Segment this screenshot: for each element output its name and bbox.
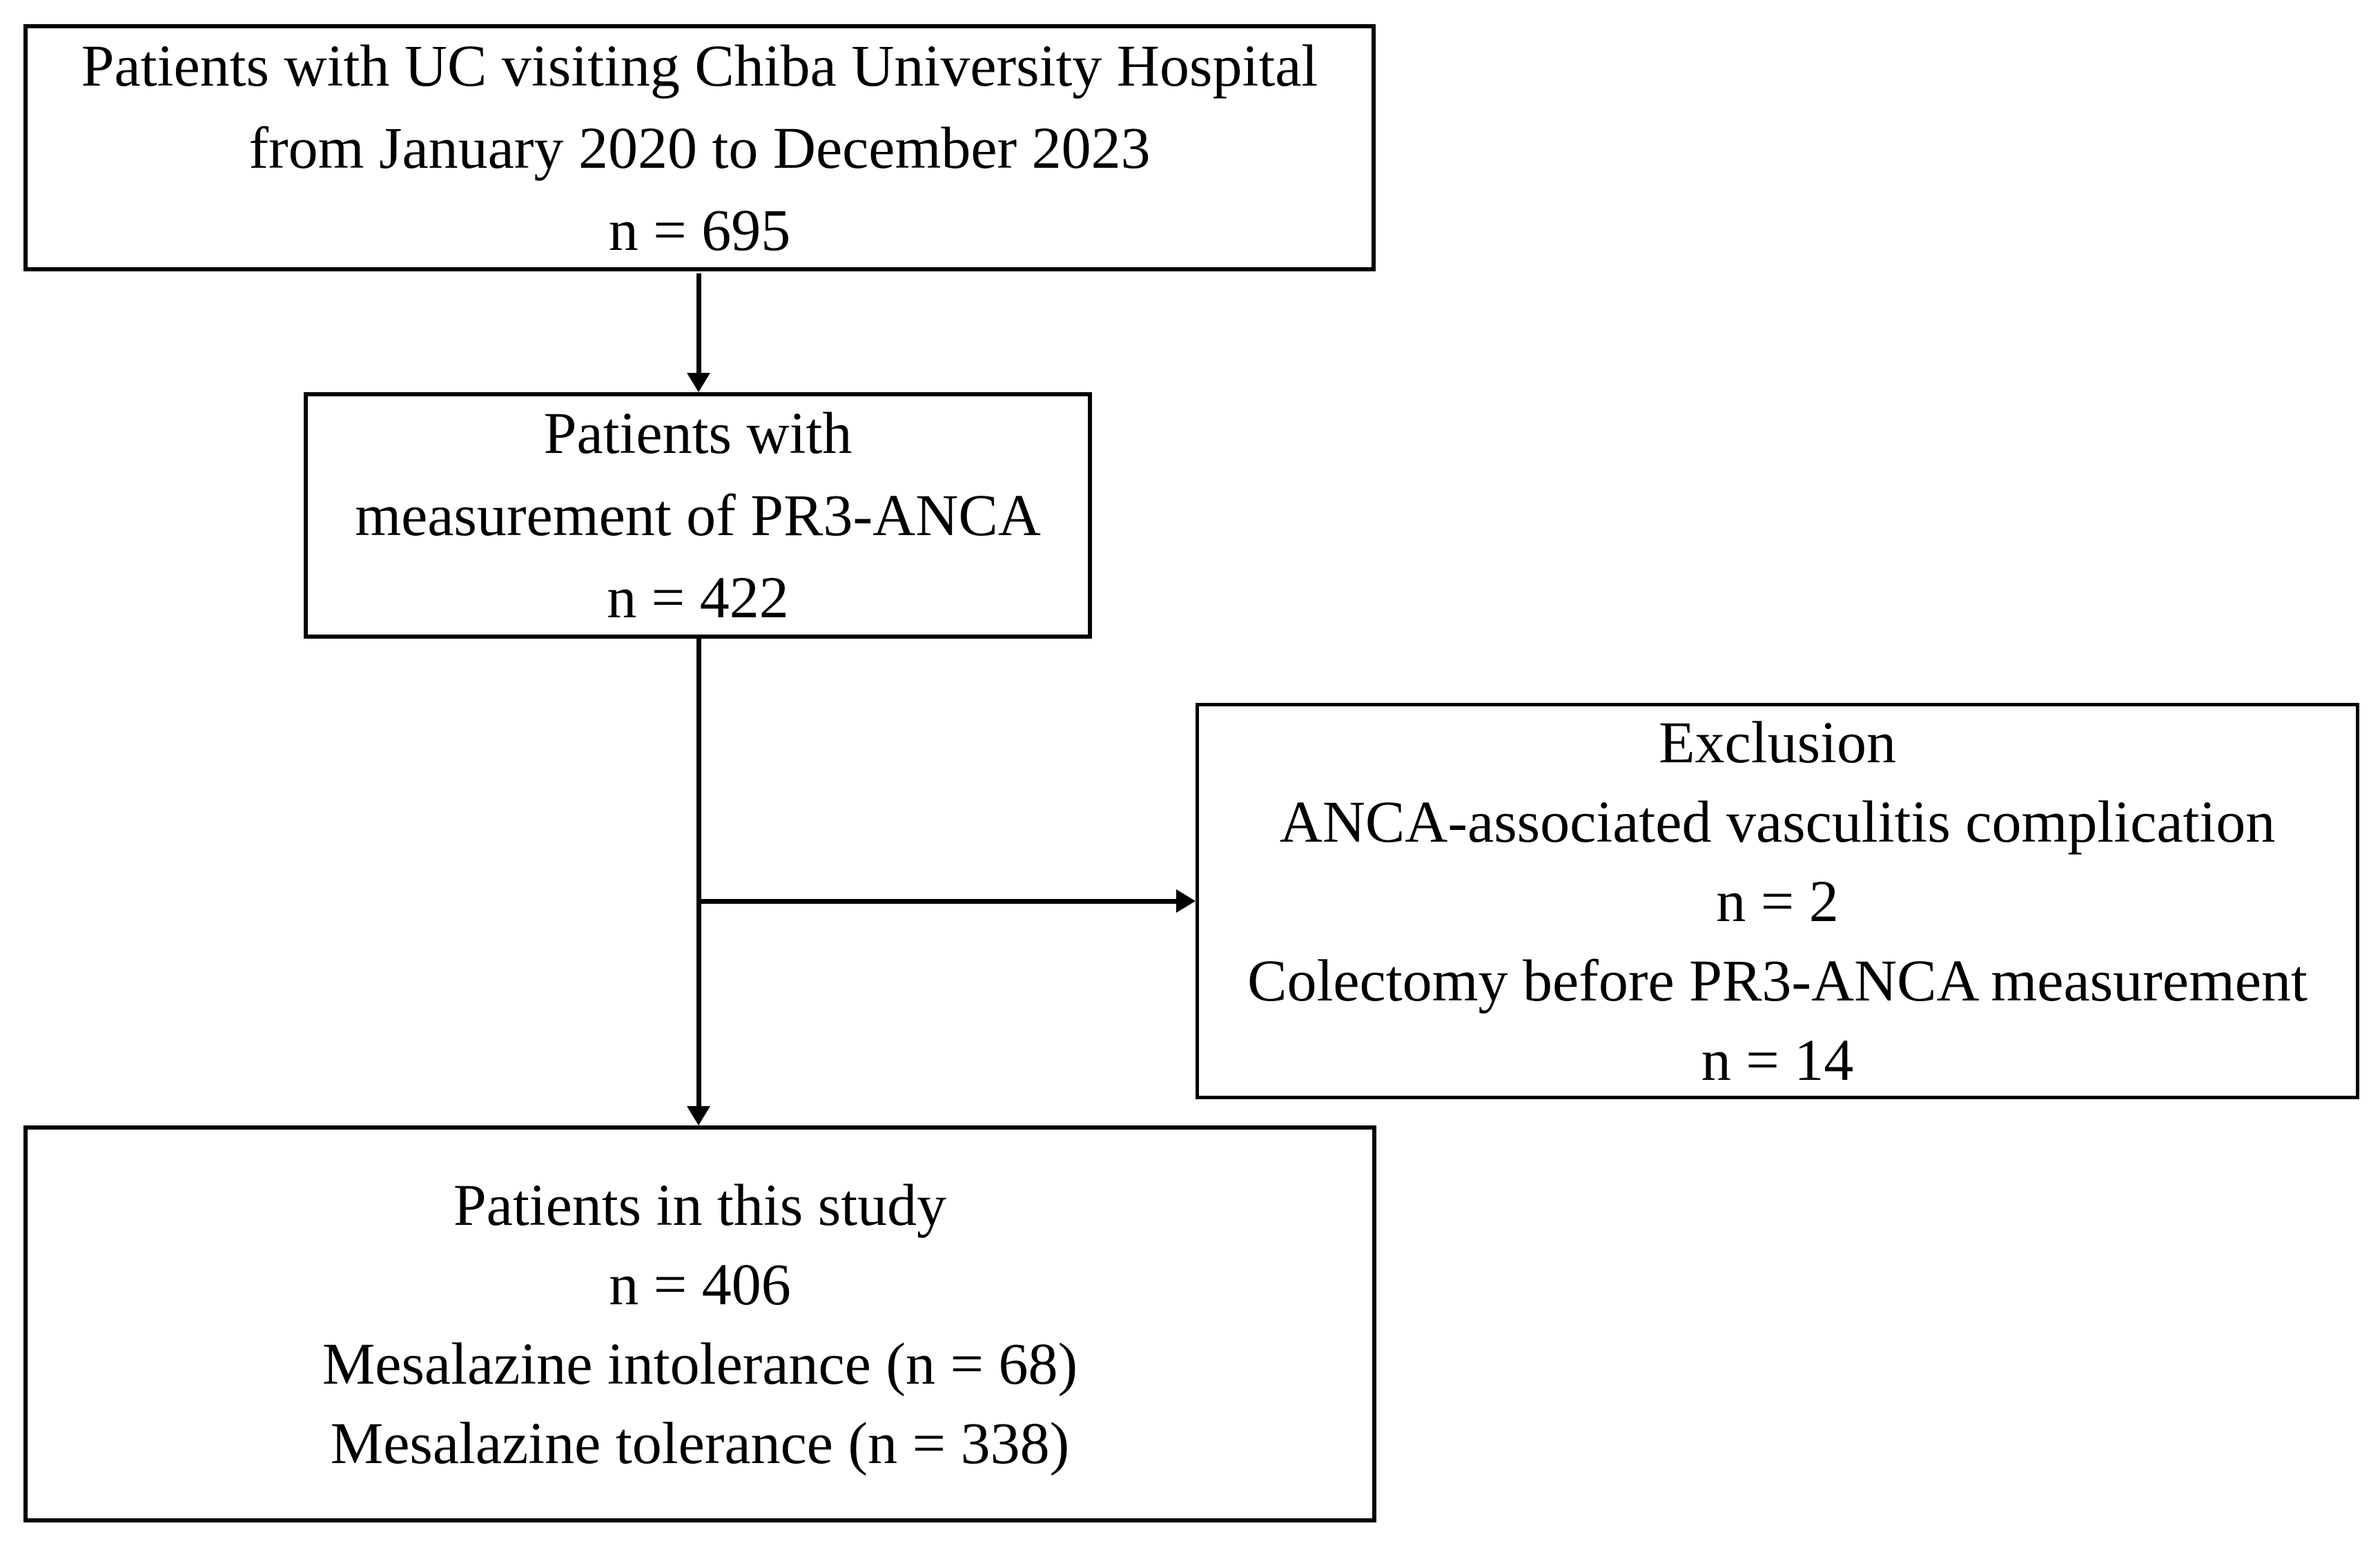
study-intolerance-count: Mesalazine intolerance (n = 68) [322,1330,1078,1397]
measurement-line-2: measurement of PR3-ANCA [355,482,1041,548]
arrow-branch-to-exclusion-shaft [699,899,1178,904]
study-title: Patients in this study [453,1171,947,1238]
measurement-line-1: Patients with [543,400,852,466]
source-count: n = 695 [608,196,791,263]
arrow-measurement-to-study-shaft [696,637,701,1107]
arrow-right-icon [1176,889,1196,913]
exclusion-reason-2-count: n = 14 [1701,1026,1854,1093]
measurement-count: n = 422 [607,564,789,630]
flow-box-measurement: Patients with measurement of PR3-ANCA n … [304,392,1092,639]
flow-box-study: Patients in this study n = 406 Mesalazin… [23,1125,1376,1522]
flow-box-source-population: Patients with UC visiting Chiba Universi… [23,24,1376,271]
study-count: n = 406 [609,1250,791,1317]
arrow-source-to-measurement-shaft [696,273,701,374]
exclusion-reason-1: ANCA-associated vasculitis complication [1279,788,2276,855]
arrow-down-icon [687,373,710,392]
flow-box-exclusion: Exclusion ANCA-associated vasculitis com… [1196,703,2359,1099]
exclusion-title: Exclusion [1659,708,1896,775]
exclusion-reason-2: Colectomy before PR3-ANCA measurement [1247,947,2308,1014]
exclusion-reason-1-count: n = 2 [1716,867,1839,934]
arrow-down-icon [687,1106,710,1125]
source-line-1: Patients with UC visiting Chiba Universi… [81,32,1318,99]
study-tolerance-count: Mesalazine tolerance (n = 338) [330,1409,1070,1476]
source-line-2: from January 2020 to December 2023 [248,114,1151,181]
